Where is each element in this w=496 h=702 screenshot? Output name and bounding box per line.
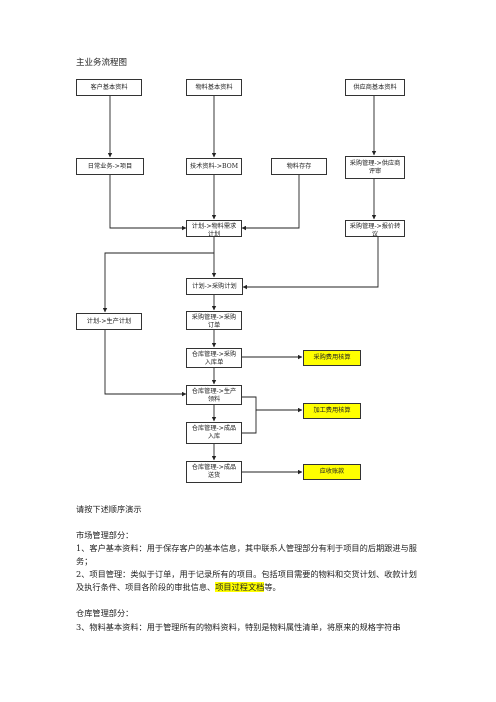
arrow-finished-in-to-processing [242,410,257,434]
flowchart-connectors [102,96,379,475]
intro-text: 请按下述顺序演示 [76,504,142,514]
node-receivable-reconcile: 应收账款 [303,464,361,480]
node-purchase-order: 采购管理->采购订单 [186,311,242,330]
node-warehouse-finished-in: 仓库管理->成品入库 [186,422,242,444]
node-plan-production: 计划->生产计划 [76,313,142,330]
project-text-before: 2、项目管理：类似于订单，用于记录所有的项目。包括项目需要的物料和交货计划、收款… [76,569,417,592]
arrow-issue-to-processing-cost [242,396,303,413]
node-warehouse-purchase-in: 仓库管理->采购入库单 [186,348,242,368]
arrow-quote-to-purchase-plan [242,237,379,290]
node-warehouse-production-issue: 仓库管理->生产领料 [186,385,242,405]
node-processing-cost-check: 加工费用核算 [303,403,361,419]
section-heading-market: 市场管理部分： [76,530,134,540]
node-material-stock: 物料存存 [271,158,327,175]
node-plan-material-demand: 计划->物料需求计划 [186,220,242,238]
node-plan-purchase: 计划->采购计划 [186,278,243,295]
node-tech-bom: 技术资料->BOM [186,158,242,175]
list-item-project-management: 2、项目管理：类似于订单，用于记录所有的项目。包括项目需要的物料和交货计划、收款… [76,568,421,594]
node-purchase-quote-review: 采购管理->报价转议 [345,220,405,238]
arrow-production-to-issue [104,330,187,397]
node-customer-basic: 客户基本资料 [76,79,142,96]
node-purchase-cost-check: 采购费用核算 [303,350,361,366]
node-daily-project: 日常业务->项目 [76,158,144,175]
page-title: 主业务流程图 [76,58,128,68]
node-purchase-supplier-review: 采购管理->供应商评审 [345,156,405,179]
list-item-material-basic: 3、物料基本资料：用于管理所有的物料资料，特别是物料属性清单，将原来的规格字符串 [76,622,401,632]
node-warehouse-finished-out: 仓库管理->成品送货 [186,461,242,483]
arrow-project-to-demand [109,175,187,231]
list-item-customer-basic: 1、客户基本资料：用于保存客户的基本信息，其中联系人管理部分有利于项目的后期跟进… [76,543,417,566]
node-material-basic: 物料基本资料 [186,79,242,96]
project-text-after: 等。 [264,582,281,592]
section-heading-warehouse: 仓库管理部分： [76,608,134,618]
highlighted-text: 项目过程文档 [215,582,265,592]
arrow-to-production-plan [102,252,214,313]
node-supplier-basic: 供应商基本资料 [345,79,405,96]
arrow-stock-to-demand [241,175,300,231]
